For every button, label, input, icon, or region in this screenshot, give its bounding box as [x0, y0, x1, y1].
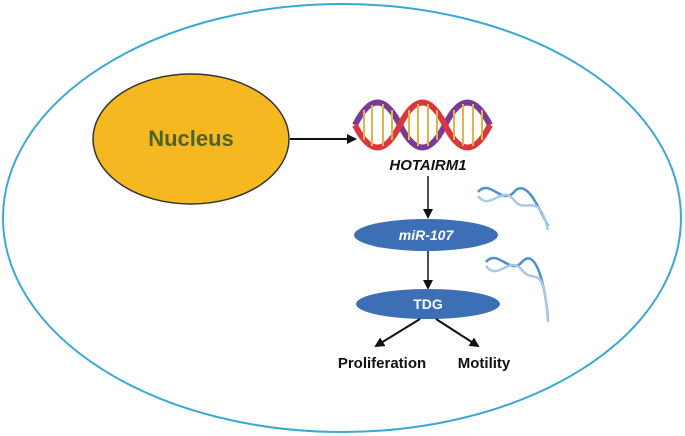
proliferation-label: Proliferation	[338, 355, 426, 372]
dna-helix-icon	[352, 99, 493, 151]
nucleus-shape	[92, 73, 290, 205]
nucleus: Nucleus	[92, 73, 290, 205]
target-shape	[356, 289, 500, 319]
gene-label: HOTAIRM1	[389, 157, 466, 174]
target-node: TDG	[356, 289, 500, 319]
small-dna-icon-lower	[485, 256, 550, 323]
motility-label: Motility	[458, 355, 511, 372]
target-label: TDG	[413, 296, 443, 312]
mirna-shape	[354, 219, 498, 251]
small-dna-icon-upper	[477, 186, 550, 231]
nucleus-label: Nucleus	[148, 126, 234, 151]
arrow-target-to-proliferation	[374, 318, 421, 348]
mirna-label: miR-107	[399, 227, 455, 243]
mirna-node: miR-107	[354, 219, 498, 251]
arrow-target-to-motility	[435, 318, 480, 348]
cell-outline	[2, 3, 682, 433]
